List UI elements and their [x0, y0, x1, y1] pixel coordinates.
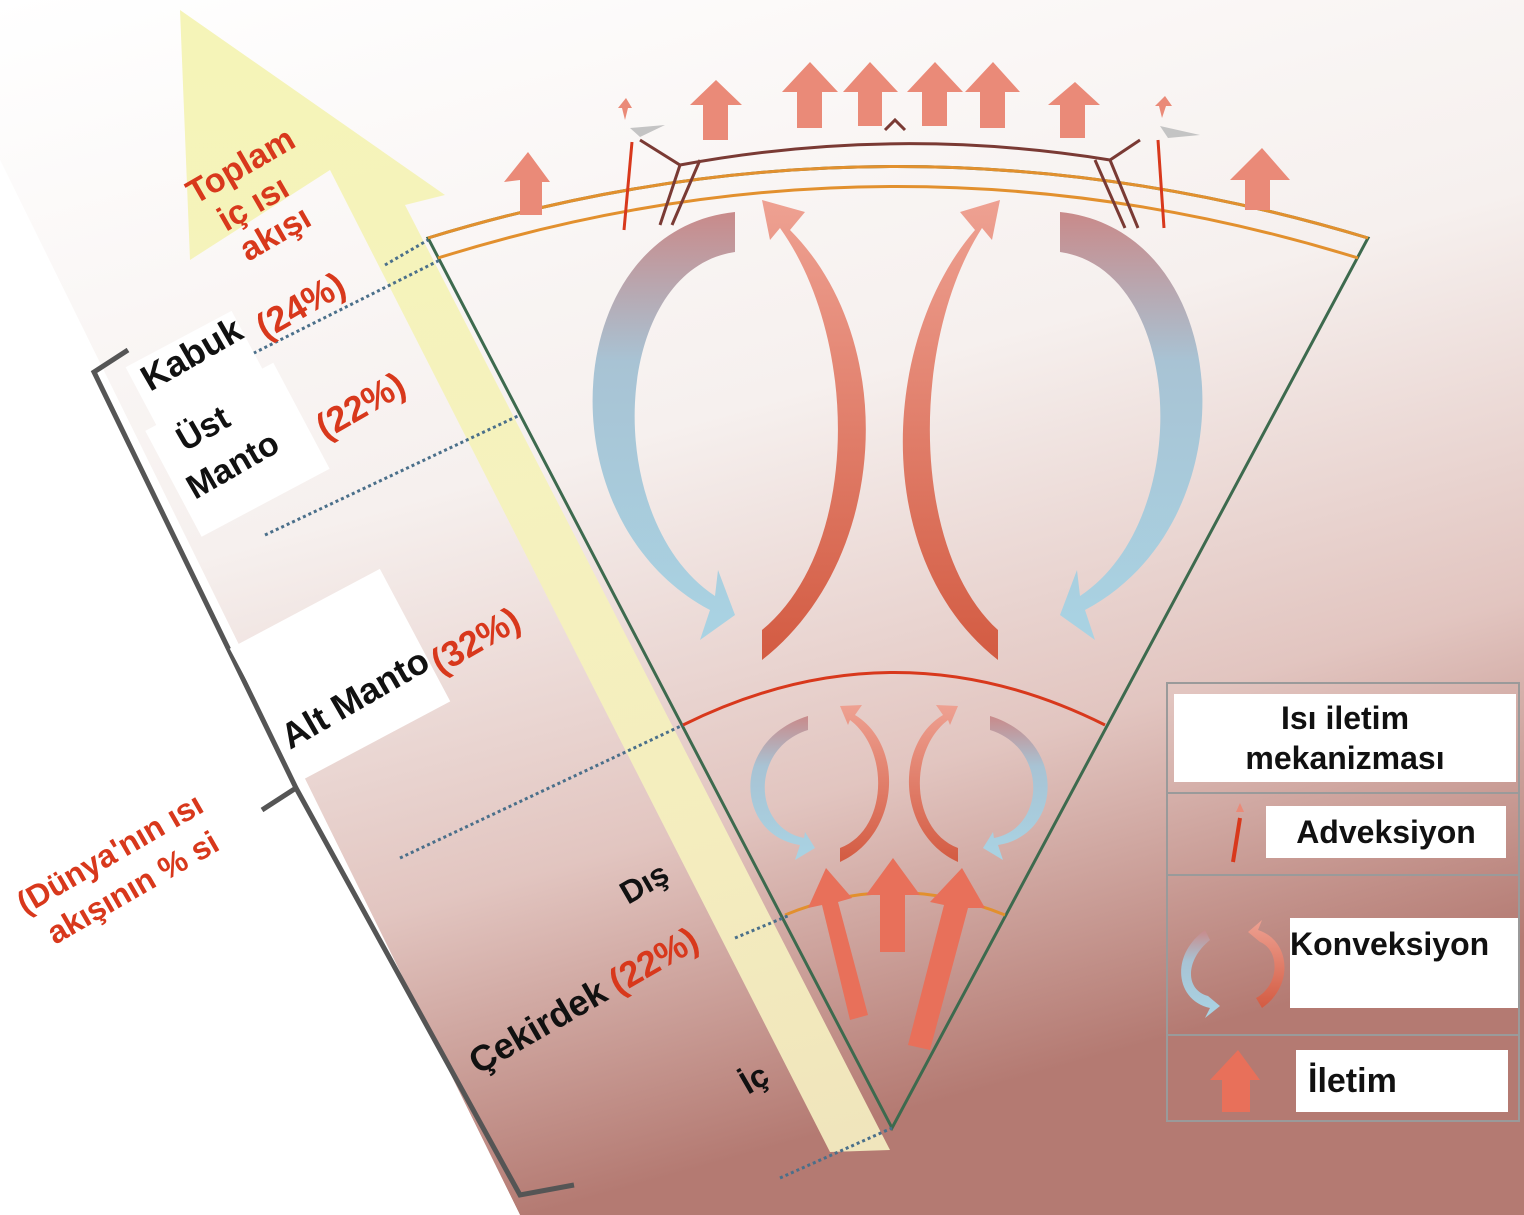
legend-advection-label: Adveksiyon: [1266, 806, 1506, 858]
legend-title-line1: Isı iletim: [1281, 698, 1409, 738]
legend-conduction-label: İletim: [1296, 1050, 1508, 1112]
legend-convection-label: Konveksiyon: [1290, 918, 1518, 1008]
legend-divider: [1168, 874, 1518, 876]
legend-divider: [1168, 1034, 1518, 1036]
legend-title: Isı iletim mekanizması: [1174, 694, 1516, 782]
legend-divider: [1168, 792, 1518, 794]
legend-title-line2: mekanizması: [1245, 738, 1444, 778]
